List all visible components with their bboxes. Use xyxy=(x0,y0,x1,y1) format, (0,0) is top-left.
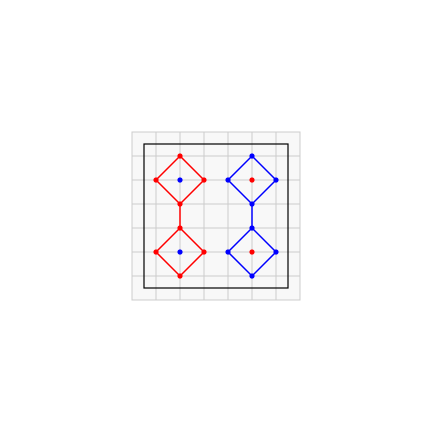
board-background xyxy=(131,131,301,301)
piece-layer xyxy=(153,153,279,279)
center-dot[interactable] xyxy=(249,249,255,255)
center-dot[interactable] xyxy=(249,177,255,183)
vertex-dot[interactable] xyxy=(225,249,231,255)
piece-bottom-left[interactable] xyxy=(153,225,207,279)
piece-bottom-right[interactable] xyxy=(225,225,279,279)
link-layer xyxy=(179,204,253,228)
vertex-dot[interactable] xyxy=(201,177,207,183)
vertex-dot[interactable] xyxy=(249,225,255,231)
center-dot[interactable] xyxy=(177,177,183,183)
vertex-dot[interactable] xyxy=(273,249,279,255)
vertex-dot[interactable] xyxy=(249,201,255,207)
vertex-dot[interactable] xyxy=(177,273,183,279)
piece-top-left[interactable] xyxy=(153,153,207,207)
vertex-dot[interactable] xyxy=(249,273,255,279)
vertex-dot[interactable] xyxy=(153,249,159,255)
vertex-dot[interactable] xyxy=(177,201,183,207)
vertex-dot[interactable] xyxy=(273,177,279,183)
board-frame xyxy=(143,143,289,289)
vertex-dot[interactable] xyxy=(177,153,183,159)
piece-top-right[interactable] xyxy=(225,153,279,207)
vertex-dot[interactable] xyxy=(249,153,255,159)
grid-layer xyxy=(131,131,301,301)
frame-layer xyxy=(143,143,289,289)
vertex-dot[interactable] xyxy=(225,177,231,183)
center-dot[interactable] xyxy=(177,249,183,255)
vertex-dot[interactable] xyxy=(153,177,159,183)
vertex-dot[interactable] xyxy=(201,249,207,255)
vertex-dot[interactable] xyxy=(177,225,183,231)
